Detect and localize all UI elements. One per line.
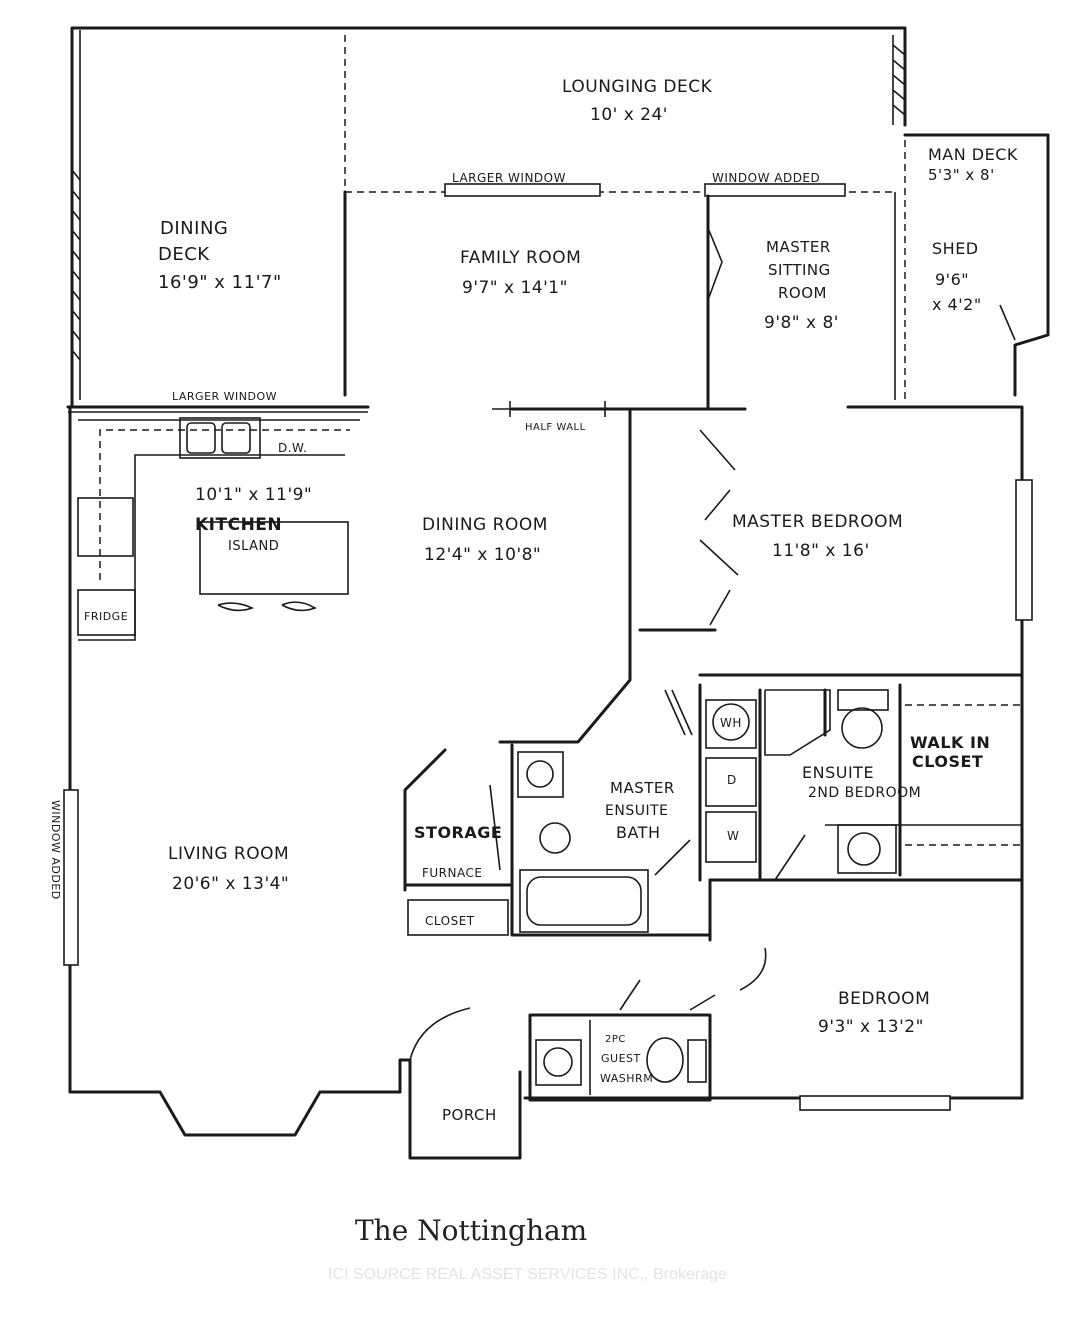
kitchen-island bbox=[199, 521, 349, 595]
kitchen-island-label: ISLAND bbox=[228, 539, 279, 554]
lounging-deck-name: LOUNGING DECK bbox=[562, 77, 713, 97]
storage-name: STORAGE bbox=[414, 823, 502, 842]
half-wall-label: HALF WALL bbox=[525, 422, 586, 433]
ensuite-2nd-name-2: 2ND BEDROOM bbox=[808, 785, 921, 801]
kitchen-name: KITCHEN bbox=[195, 515, 282, 535]
guest-washroom-name-1: 2PC bbox=[605, 1034, 626, 1045]
walk-in-closet-name-2: CLOSET bbox=[912, 752, 983, 771]
furnace-label: FURNACE bbox=[422, 866, 482, 880]
dining-deck-name-2: DECK bbox=[158, 244, 210, 265]
shed-name: SHED bbox=[932, 239, 979, 258]
master-sitting-name-1: MASTER bbox=[766, 238, 831, 256]
watermark: ICI SOURCE REAL ASSET SERVICES INC., Bro… bbox=[328, 1266, 727, 1283]
porch-name: PORCH bbox=[442, 1106, 497, 1124]
shed-size-2: x 4'2" bbox=[932, 295, 982, 314]
shed-size-1: 9'6" bbox=[935, 270, 969, 289]
family-room-size: 9'7" x 14'1" bbox=[462, 278, 568, 298]
guest-washroom-name-2: GUEST bbox=[601, 1052, 641, 1065]
man-deck-name: MAN DECK bbox=[928, 145, 1018, 164]
window-added-left bbox=[63, 789, 79, 966]
larger-window-top bbox=[444, 183, 601, 197]
house-walls bbox=[63, 190, 1033, 1160]
bedroom-window bbox=[799, 1095, 951, 1111]
living-room-name: LIVING ROOM bbox=[168, 844, 289, 864]
master-sitting-size: 9'8" x 8' bbox=[764, 313, 839, 333]
bedroom-size: 9'3" x 13'2" bbox=[818, 1017, 924, 1037]
master-ensuite-name-1: MASTER bbox=[610, 779, 675, 797]
dining-room-name: DINING ROOM bbox=[422, 515, 548, 535]
master-sitting-name-3: ROOM bbox=[778, 284, 827, 302]
man-deck-size: 5'3" x 8' bbox=[928, 166, 995, 184]
wh-label: WH bbox=[720, 716, 742, 730]
deck-outline bbox=[70, 26, 1050, 407]
master-bedroom-name: MASTER BEDROOM bbox=[732, 512, 903, 532]
plan-title: The Nottingham bbox=[355, 1214, 587, 1247]
window-added-left-label: WINDOW ADDED bbox=[49, 800, 62, 900]
larger-window-kitchen-label: LARGER WINDOW bbox=[172, 390, 277, 403]
dining-deck-name-1: DINING bbox=[160, 218, 228, 239]
master-ensuite-name-2: ENSUITE bbox=[605, 803, 668, 819]
living-room-size: 20'6" x 13'4" bbox=[172, 874, 289, 894]
bedroom-name: BEDROOM bbox=[838, 989, 930, 1009]
dining-deck-size: 16'9" x 11'7" bbox=[158, 272, 282, 293]
family-room-name: FAMILY ROOM bbox=[460, 248, 581, 268]
master-sitting-name-2: SITTING bbox=[768, 261, 831, 279]
kitchen-size: 10'1" x 11'9" bbox=[195, 485, 312, 505]
window-added-top bbox=[704, 183, 846, 197]
ensuite-2nd-name-1: ENSUITE bbox=[802, 763, 874, 782]
fridge-label: FRIDGE bbox=[84, 610, 128, 623]
master-bedroom-window bbox=[1015, 479, 1033, 621]
dining-room-size: 12'4" x 10'8" bbox=[424, 545, 541, 565]
larger-window-top-label: LARGER WINDOW bbox=[452, 171, 566, 185]
washer-label: W bbox=[727, 829, 739, 843]
lounging-deck-size: 10' x 24' bbox=[590, 105, 668, 125]
dryer-label: D bbox=[727, 773, 737, 787]
guest-washroom-name-3: WASHRM bbox=[600, 1072, 653, 1085]
dw-label: D.W. bbox=[278, 441, 307, 455]
walk-in-closet-name-1: WALK IN bbox=[910, 733, 990, 752]
closet-label: CLOSET bbox=[425, 914, 475, 928]
master-ensuite-name-3: BATH bbox=[616, 823, 660, 842]
master-bedroom-size: 11'8" x 16' bbox=[772, 541, 870, 561]
window-added-top-label: WINDOW ADDED bbox=[712, 171, 820, 185]
